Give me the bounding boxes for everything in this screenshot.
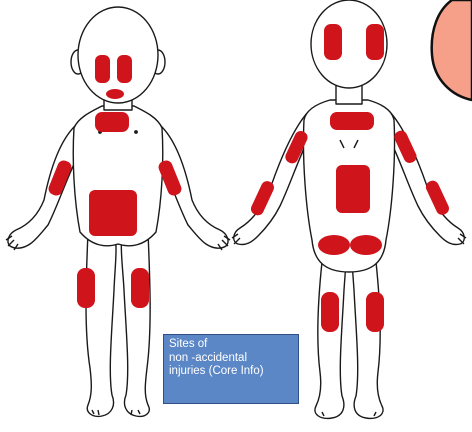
front-right-leg	[121, 232, 150, 416]
caption-line-2: non -accidental	[169, 352, 293, 366]
injury-front-abdomen	[89, 190, 137, 236]
front-nipple-right	[135, 131, 137, 133]
injury-back-shoulders	[330, 112, 374, 130]
caption-box: Sites of non -accidental injuries (Core …	[163, 334, 299, 404]
injury-back-right-thigh	[366, 292, 384, 332]
injury-back-right-buttock	[350, 235, 382, 255]
injury-front-chest	[95, 112, 129, 132]
injury-back-left-buttock	[318, 235, 350, 255]
front-head	[78, 7, 158, 103]
injury-back-lower-back	[336, 165, 370, 213]
injury-front-right-thigh	[131, 268, 149, 308]
injury-back-head-left	[324, 24, 342, 60]
injury-front-left-thigh	[77, 268, 95, 308]
back-left-leg	[315, 262, 346, 418]
injury-back-head-right	[366, 24, 384, 60]
front-left-leg	[86, 232, 116, 416]
front-left-arm	[8, 125, 76, 248]
injury-front-mouth	[106, 89, 124, 99]
caption-line-1: Sites of	[169, 338, 293, 352]
back-left-arm	[234, 112, 308, 245]
injury-front-right-eye	[117, 55, 132, 83]
callout-bubble	[432, 0, 472, 100]
injury-back-left-thigh	[321, 292, 339, 332]
injury-front-left-eye	[95, 55, 110, 83]
back-right-leg	[352, 262, 383, 418]
caption-line-3: injuries (Core Info)	[169, 365, 293, 379]
